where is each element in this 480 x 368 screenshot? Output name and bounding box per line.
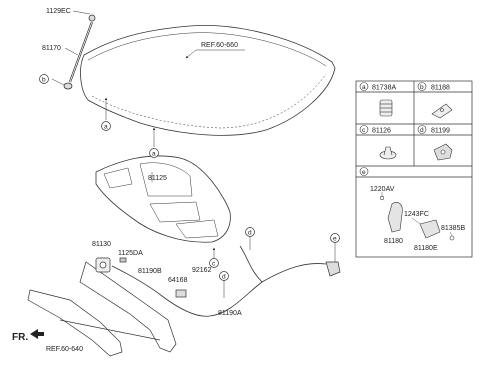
part-label-1129ec: 1129EC xyxy=(46,8,71,15)
ref-hood-label: REF.60-660 xyxy=(201,42,238,49)
front-arrow-icon xyxy=(30,329,44,339)
front-direction-label: FR. xyxy=(12,332,28,343)
part-label-1125da: 1125DA xyxy=(118,250,143,257)
callout-c-letter: c xyxy=(212,261,216,268)
legend-e-part-1220av: 1220AV xyxy=(370,186,395,193)
grommet-81126-icon xyxy=(379,146,397,160)
legend-c-part: 81126 xyxy=(372,128,391,135)
hood-leaders xyxy=(51,10,245,147)
callout-b-letter: b xyxy=(42,77,46,84)
hood-latch-assembly xyxy=(95,257,127,273)
ref-panel-label: REF.60-640 xyxy=(46,346,83,353)
bracket-81199-icon xyxy=(433,143,453,161)
part-label-64168: 64168 xyxy=(168,277,188,284)
callout-d-1: d xyxy=(245,227,255,237)
callout-e-letter: e xyxy=(333,236,337,243)
callout-e: e xyxy=(330,233,340,243)
front-end-module xyxy=(27,261,177,357)
legend-header-c: c 81126 xyxy=(359,125,391,135)
clip-81188-icon xyxy=(431,103,453,119)
legend-header-a: a 81738A xyxy=(359,82,396,92)
part-label-81190b: 81190B xyxy=(138,268,162,275)
legend-a-part: 81738A xyxy=(372,85,396,92)
part-label-92162: 92162 xyxy=(192,267,212,274)
part-label-81170: 81170 xyxy=(42,45,61,52)
callout-a-2: a xyxy=(149,148,159,158)
release-handle-81180-icon xyxy=(379,195,455,241)
hood-stay-rod xyxy=(63,14,96,90)
callout-d-1-letter: d xyxy=(248,230,252,237)
legend-b-part: 81188 xyxy=(431,85,450,92)
legend-e-part-81180e: 81180E xyxy=(414,245,438,252)
cable-bracket-64168 xyxy=(175,289,187,298)
legend-header-e: e xyxy=(359,167,369,176)
callout-a-2-letter: a xyxy=(152,151,156,158)
legend-d-letter: d xyxy=(420,127,424,134)
callout-d-2: d xyxy=(219,271,229,281)
legend-e-leaders xyxy=(381,192,453,237)
callout-c: c xyxy=(209,258,219,268)
legend-e-part-1243fc: 1243FC xyxy=(404,211,429,218)
callout-a-1: a xyxy=(101,121,111,131)
part-label-81190a: 81190A xyxy=(218,310,242,317)
legend-header-b: b 81188 xyxy=(417,82,450,92)
bumper-81738a-icon xyxy=(379,99,393,117)
legend-b-letter: b xyxy=(420,84,424,91)
callout-b: b xyxy=(39,74,49,84)
callout-a-1-letter: a xyxy=(104,124,108,131)
hood-panel xyxy=(80,25,336,136)
legend-header-d: d 81199 xyxy=(417,125,450,135)
part-label-81125: 81125 xyxy=(148,175,167,182)
legend-e-part-81385b: 81385B xyxy=(441,225,465,232)
hood-insulator xyxy=(95,155,231,243)
front-direction-indicator: FR. xyxy=(12,329,44,343)
part-label-81130: 81130 xyxy=(92,241,111,248)
callout-leaders xyxy=(212,237,336,298)
legend-e-letter: e xyxy=(362,169,366,176)
hood-release-handle xyxy=(325,261,341,277)
legend-d-part: 81199 xyxy=(431,128,450,135)
legend-e-part-81180: 81180 xyxy=(384,238,403,245)
parts-legend-table xyxy=(355,80,473,258)
legend-c-letter: c xyxy=(362,127,366,134)
release-cables xyxy=(111,245,327,317)
legend-a-letter: a xyxy=(362,84,366,91)
callout-d-2-letter: d xyxy=(222,274,226,281)
